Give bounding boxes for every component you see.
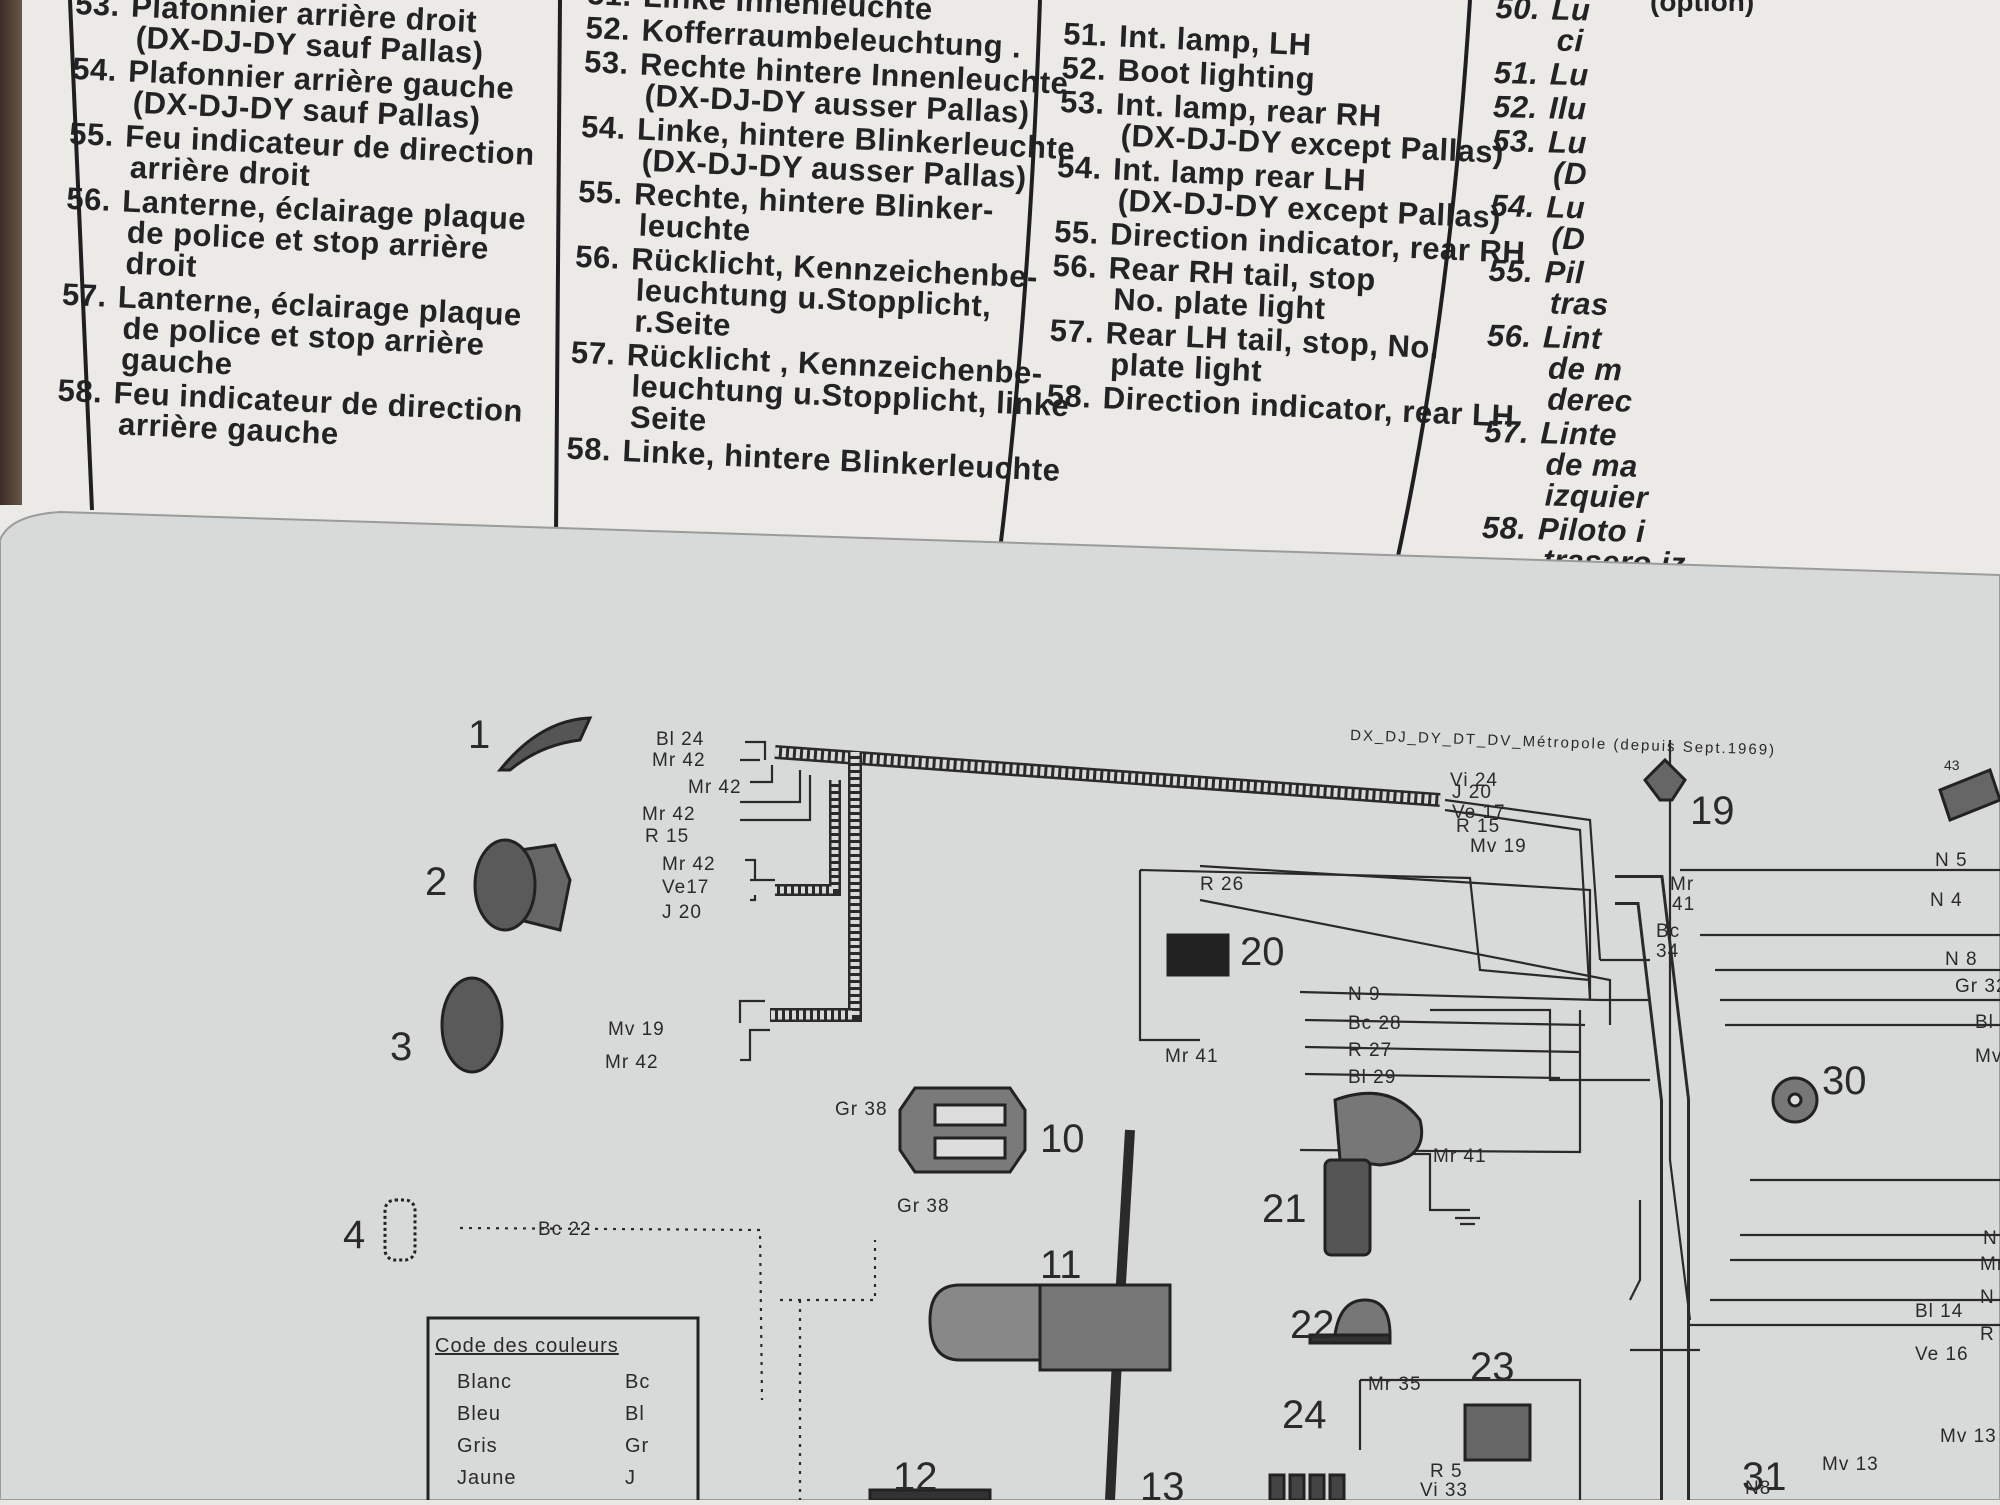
wire-label: Ve 16 (1915, 1344, 1969, 1365)
wire-label: Mv (1975, 1046, 2000, 1067)
wire-label: J 20 (662, 902, 702, 923)
wire-label: Mr 42 (642, 804, 696, 825)
wire-label: N 8 (1945, 949, 1978, 970)
legend-code: J (625, 1467, 636, 1489)
manual-legend-page: 53.Plafonnier arrière droit(DX-DJ-DY sau… (0, 0, 2000, 600)
component-label: 10 (1040, 1117, 1085, 1161)
wire-label: Mr (1980, 1254, 2000, 1275)
wire-label: N 9 (1348, 984, 1381, 1005)
wire-label: N (1983, 1228, 1998, 1249)
legend-title: Code des couleurs (435, 1335, 619, 1357)
wire-label: Mr 42 (662, 854, 716, 875)
wire-label: Bl 14 (1915, 1301, 1963, 1322)
component-label: 13 (1140, 1465, 1185, 1500)
wire-label: Mr 41 (1433, 1146, 1487, 1167)
component-numbers: 1 2 3 4 10 11 12 13 19 20 21 22 23 24 30… (343, 713, 1960, 1505)
wire-label: R 15 (645, 826, 689, 847)
wire-label: N8 (1745, 1478, 1771, 1499)
wire-label: Ve 17 (1452, 802, 1506, 823)
wire-label: J 20 (1452, 782, 1492, 803)
wire-label: Gr 38 (897, 1196, 950, 1217)
wire-label: Bc 22 (538, 1219, 592, 1240)
wire-label: Bl 24 (656, 729, 704, 750)
english-option-fragment: (option) (1650, 0, 1755, 17)
wire-label: Bc 28 (1348, 1013, 1402, 1034)
component-label: 2 (425, 860, 447, 904)
wire-label: R 26 (1200, 874, 1244, 895)
wire-label: Mv 13 (1822, 1454, 1879, 1475)
wire-label: Mv 13 (1940, 1426, 1997, 1447)
legend-code: Bc (625, 1371, 650, 1393)
wire-label: Vi 33 (1420, 1480, 1468, 1500)
legend-name: Gris (457, 1435, 498, 1457)
legend-code: Bl (625, 1403, 645, 1425)
book-binding (0, 0, 22, 505)
wire-label: Bl (1975, 1012, 1994, 1033)
component-19-switch (1643, 757, 1687, 802)
wire-label: N 5 (1935, 850, 1968, 871)
wire-label: N 4 (1930, 890, 1963, 911)
wire-label: R 5 (1430, 1461, 1463, 1482)
wire-label: Bl 29 (1348, 1067, 1396, 1088)
column-dividers (68, 0, 1472, 571)
component-3-headlamp (440, 976, 504, 1074)
wire-labels: Bl 24 Mr 42 Mr 42 Mr 42 R 15 Mr 42 Ve17 … (538, 729, 2000, 1501)
wire-label: Vi 24 (1450, 770, 1498, 791)
wire-label: Mr 42 (605, 1052, 659, 1073)
legend-name: Bleu (457, 1403, 501, 1425)
component-label: 43 (1944, 757, 1960, 773)
wire-label: N (1980, 1287, 1995, 1308)
component-label: 21 (1262, 1187, 1307, 1231)
legend-name: Blanc (457, 1371, 512, 1393)
wire-label: Mr 42 (688, 777, 742, 798)
wire-label: Mv 19 (608, 1019, 665, 1040)
component-43 (1938, 768, 2000, 822)
component-label: 23 (1470, 1345, 1515, 1389)
component-label: 4 (343, 1213, 365, 1257)
component-label: 30 (1822, 1059, 1867, 1103)
component-label: 22 (1290, 1303, 1335, 1347)
legend-code: Gr (625, 1435, 649, 1457)
wire-label: Mr 42 (652, 750, 706, 771)
component-23-relay (1463, 1403, 1532, 1462)
component-label: 31 (1742, 1455, 1787, 1499)
component-label: 3 (390, 1025, 412, 1069)
component-label: 12 (893, 1455, 938, 1499)
component-24-plugs (1268, 1473, 1286, 1502)
wire-label: Ve17 (662, 877, 709, 898)
wire-label: Mv 19 (1470, 836, 1527, 857)
wire-label: R 15 (1456, 816, 1500, 837)
component-label: 1 (468, 713, 490, 757)
wire-label: R 27 (1348, 1040, 1392, 1061)
wire-label: 34 (1656, 941, 1679, 962)
component-4-lamp (383, 1198, 417, 1262)
component-label: 19 (1690, 789, 1735, 833)
component-20-switch (1166, 933, 1230, 977)
wire-label: Mr (1670, 874, 1694, 895)
wire-label: Mr 41 (1165, 1046, 1219, 1067)
wire-label: Gr 38 (835, 1099, 888, 1120)
legend-name: Jaune (457, 1467, 517, 1489)
wire-label: 41 (1672, 894, 1695, 915)
component-label: 11 (1040, 1243, 1082, 1287)
component-label: 24 (1282, 1393, 1327, 1437)
component-11-starter (928, 1283, 1042, 1362)
color-code-legend: Code des couleurs Blanc Bc Bleu Bl Gris … (426, 1316, 700, 1505)
component-21-wiper-motor (1333, 1091, 1424, 1167)
component-label: 20 (1240, 930, 1285, 974)
wire-label: Bc (1656, 921, 1680, 942)
wire-label: Gr 32 (1955, 976, 2000, 997)
component-22-lamp (1333, 1298, 1392, 1337)
wire-label: R (1980, 1324, 1995, 1345)
wire-label: Mr 35 (1368, 1374, 1422, 1395)
component-1-lamp (496, 716, 593, 772)
